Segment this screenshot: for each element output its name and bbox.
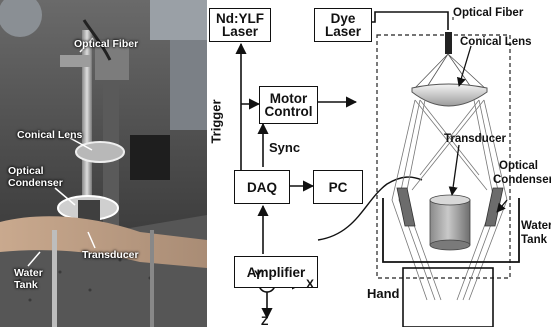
diagram-label-water-tank-line1: Water <box>521 220 551 232</box>
photo-label-optical-condenser-line1: Optical <box>8 165 44 177</box>
transducer-cable <box>317 176 423 241</box>
motor-control-label-line1: Motor <box>269 91 308 106</box>
photo-label-optical-fiber: Optical Fiber <box>74 38 139 50</box>
fiber-line <box>372 11 449 30</box>
diagram-label-optical-condenser-line2: Condenser <box>493 174 551 186</box>
system-diagram: Nd:YLF Laser Dye Laser Motor Control DAQ… <box>207 0 551 328</box>
photo-label-water-tank-line2: Tank <box>14 279 38 291</box>
diagram-label-optical-fiber: Optical Fiber <box>453 7 524 19</box>
motor-control-label-line2: Control <box>264 104 313 119</box>
axis-label-z: Z <box>261 314 269 328</box>
axis-label-y: Y <box>254 268 263 282</box>
fiber-tip <box>445 32 452 54</box>
hand-box <box>402 267 494 327</box>
ndylf-laser-box: Nd:YLF Laser <box>209 8 271 42</box>
photo-label-water-tank-line1: Water <box>14 267 43 279</box>
scanning-stage-outline <box>376 34 511 279</box>
daq-box: DAQ <box>234 170 290 204</box>
amplifier-label: Amplifier <box>246 264 306 280</box>
motor-control-box: Motor Control <box>259 86 318 124</box>
axis-label-x: X <box>306 277 315 291</box>
pc-box: PC <box>313 170 363 204</box>
photo-label-transducer: Transducer <box>82 249 139 261</box>
photo-label-conical-lens: Conical Lens <box>17 129 83 141</box>
ndylf-laser-label-line1: Nd:YLF <box>216 11 264 26</box>
diagram-label-transducer: Transducer <box>444 133 506 145</box>
diagram-label-water-tank-line2: Tank <box>521 234 547 246</box>
diagram-label-optical-condenser-line1: Optical <box>499 160 538 172</box>
ndylf-laser-label-line2: Laser <box>221 24 259 39</box>
trigger-label: Trigger <box>208 99 224 144</box>
sync-label: Sync <box>269 140 301 155</box>
transducer-cylinder <box>429 199 471 246</box>
setup-photo-illustration <box>0 0 207 327</box>
conical-lens-shape <box>411 83 488 107</box>
dye-laser-box: Dye Laser <box>314 8 372 42</box>
photo-label-optical-condenser-line2: Condenser <box>8 177 63 189</box>
diagram-label-hand: Hand <box>367 286 400 301</box>
daq-label: DAQ <box>247 179 277 195</box>
diagram-label-conical-lens: Conical Lens <box>460 36 532 48</box>
pc-label: PC <box>328 179 348 195</box>
dye-laser-label-line2: Laser <box>324 24 362 39</box>
photo-pointer-lines <box>27 37 96 267</box>
dye-laser-label-line1: Dye <box>330 11 356 26</box>
optical-condenser-left <box>396 187 416 227</box>
amplifier-box: Amplifier <box>234 256 318 288</box>
water-tank-outline <box>382 198 520 263</box>
optical-condenser-right <box>484 187 504 227</box>
setup-photo: Optical Fiber Conical Lens Optical Conde… <box>0 0 207 327</box>
diagram-drawing <box>235 11 520 327</box>
